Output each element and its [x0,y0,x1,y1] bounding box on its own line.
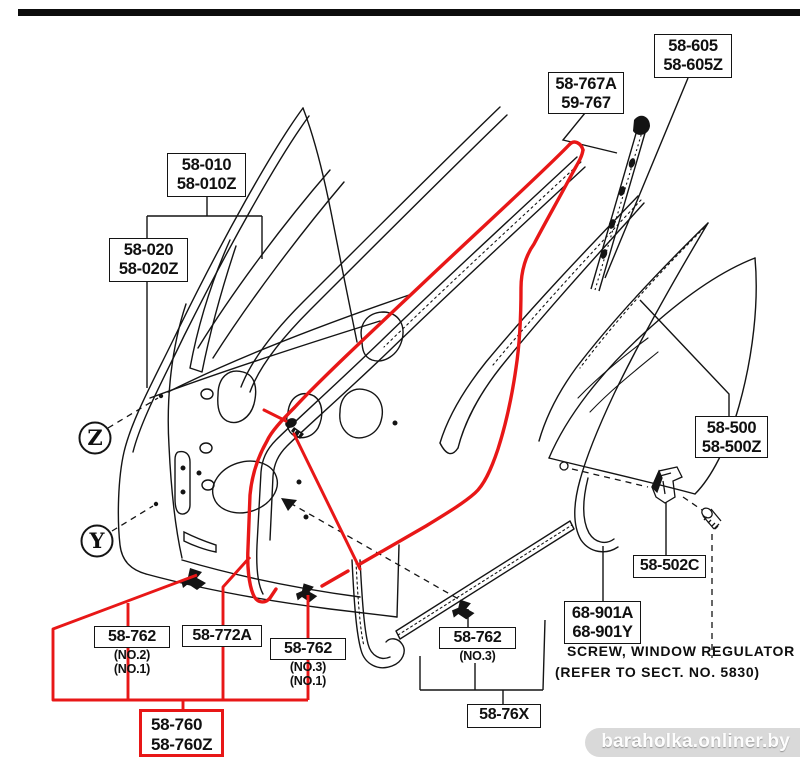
part-label-58-500: 58-500 58-500Z [695,416,768,458]
part-note-no3-no1: (NO.3) (NO.1) [289,660,327,688]
belt-strip-drawing [395,520,575,640]
glass-bracket-icon [651,466,683,504]
part-label-58-762-no2: 58-762 [94,626,170,648]
front-channel-drawing [351,559,405,669]
view-marker-y-circle [80,524,114,558]
screw-regulator-note-line1: SCREW, WINDOW REGULATOR [567,643,795,659]
door-shell-drawing [117,107,413,618]
part-label-58-76X: 58-76X [467,704,541,728]
watermark: baraholka.onliner.by [585,728,800,757]
view-marker-z: Z [87,425,103,450]
clip-icons [181,568,475,620]
screw-regulator-note-line2: (REFER TO SECT. NO. 5830) [555,664,760,680]
part-label-58-760-highlighted: 58-760 58-760Z [139,709,224,757]
sash-rod-drawing [590,115,650,292]
inner-panel-holes [174,311,404,553]
dashed-reference-lines [107,397,713,658]
clip-icon [452,599,475,620]
part-label-58-020: 58-020 58-020Z [109,238,188,282]
part-label-58-762-no3: 58-762 [439,627,516,649]
leader-lines [146,77,730,704]
clip-icon [296,583,318,603]
part-label-58-762-no3-no1: 58-762 [270,638,346,660]
seal-layers-drawing [240,106,709,595]
part-label-68-901: 68-901A 68-901Y [564,601,641,644]
arrowhead [281,498,297,511]
part-label-58-605: 58-605 58-605Z [654,34,732,78]
door-glass-drawing [548,257,757,495]
part-label-58-010: 58-010 58-010Z [167,153,246,197]
clip-icon [181,568,206,590]
bolt-icon [285,418,304,439]
screw-icon [701,507,722,530]
view-marker-y: Y [89,528,105,553]
view-marker-z-circle [78,421,112,455]
part-note-no3: (NO.3) [459,649,496,663]
part-note-no2-no1: (NO.2) (NO.1) [113,648,151,676]
part-label-58-502C: 58-502C [633,555,706,578]
part-label-58-767A: 58-767A 59-767 [548,72,624,114]
highlighted-run-channel [246,140,585,604]
part-label-58-772A: 58-772A [182,625,262,647]
top-rule [18,9,800,16]
